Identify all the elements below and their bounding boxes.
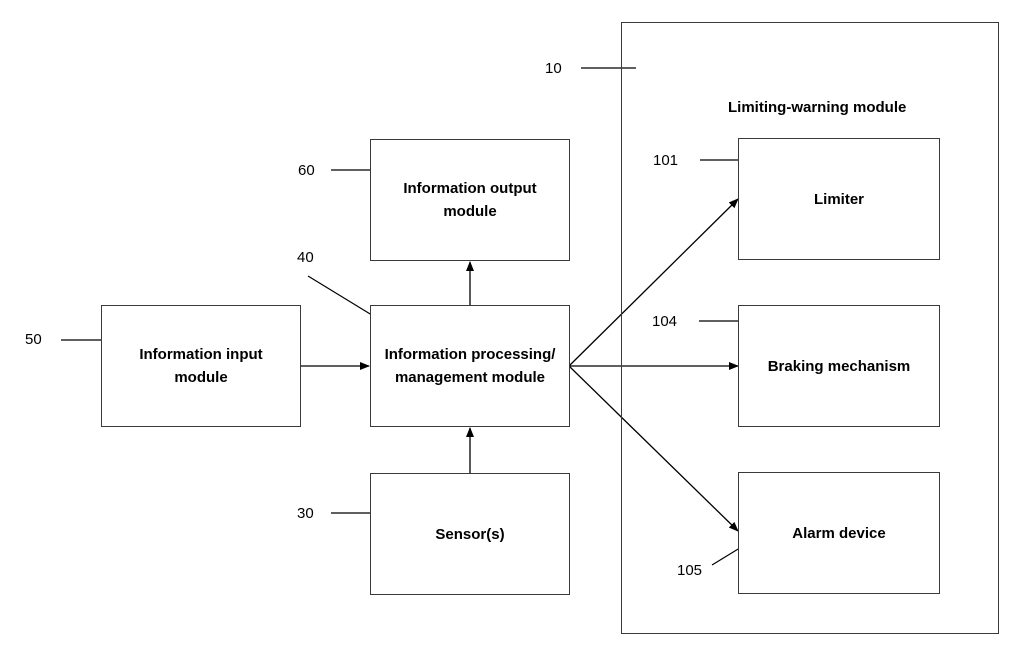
ref-label-30: 30 <box>297 505 314 522</box>
alarm-device-module: Alarm device <box>738 472 940 594</box>
sensor-module: Sensor(s) <box>370 473 570 595</box>
information-input-module: Information input module <box>101 305 301 427</box>
limiting-warning-title: Limiting-warning module <box>728 99 907 116</box>
braking-mechanism-module: Braking mechanism <box>738 305 940 427</box>
information-output-module: Information output module <box>370 139 570 261</box>
alarm-device-module-label: Alarm device <box>792 524 886 542</box>
arrow-processing-to-alarm <box>568 365 739 532</box>
ref-label-50: 50 <box>25 331 42 348</box>
information-output-module-label: Information output module <box>403 180 537 220</box>
sensor-module-label: Sensor(s) <box>435 525 505 543</box>
ref-label-60: 60 <box>298 162 315 179</box>
braking-mechanism-module-label: Braking mechanism <box>767 357 911 375</box>
limiter-module: Limiter <box>738 138 940 260</box>
ref-label-40: 40 <box>297 249 314 266</box>
information-input-module-label: Information input module <box>139 346 263 386</box>
information-processing-module-label: Information processing/ management modul… <box>384 346 556 386</box>
ref-label-101: 101 <box>653 152 679 169</box>
information-processing-module: Information processing/ management modul… <box>370 305 570 427</box>
ref-label-105: 105 <box>677 562 703 579</box>
limiting-warning-boundary <box>621 22 999 634</box>
limiter-module-label: Limiter <box>813 190 864 208</box>
ref-label-10: 10 <box>545 60 562 77</box>
arrow-processing-to-limiter <box>568 198 739 367</box>
ref-label-104: 104 <box>652 313 678 330</box>
leader-line-40 <box>307 275 381 321</box>
